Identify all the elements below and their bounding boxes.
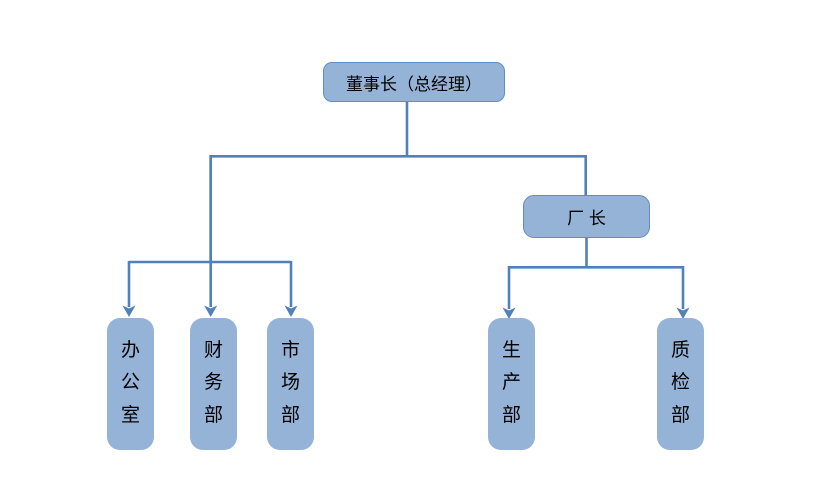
connector-right-branch xyxy=(507,238,685,309)
node-chairman-general-manager: 董事长（总经理） xyxy=(323,62,505,102)
node-factory-director: 厂 长 xyxy=(523,195,650,238)
node-quality-inspection-department: 质检部 xyxy=(657,318,704,450)
node-office-department: 办公室 xyxy=(107,318,154,450)
connector-left-branch xyxy=(127,156,293,307)
arrowhead-finance xyxy=(204,305,218,317)
node-production-department: 生产部 xyxy=(488,318,535,450)
arrowhead-quality xyxy=(676,307,690,319)
node-marketing-department: 市场部 xyxy=(267,318,314,450)
arrowhead-office xyxy=(122,305,136,317)
arrowhead-production xyxy=(502,307,516,319)
node-finance-department: 财务部 xyxy=(190,318,237,450)
arrowhead-marketing xyxy=(284,305,298,317)
